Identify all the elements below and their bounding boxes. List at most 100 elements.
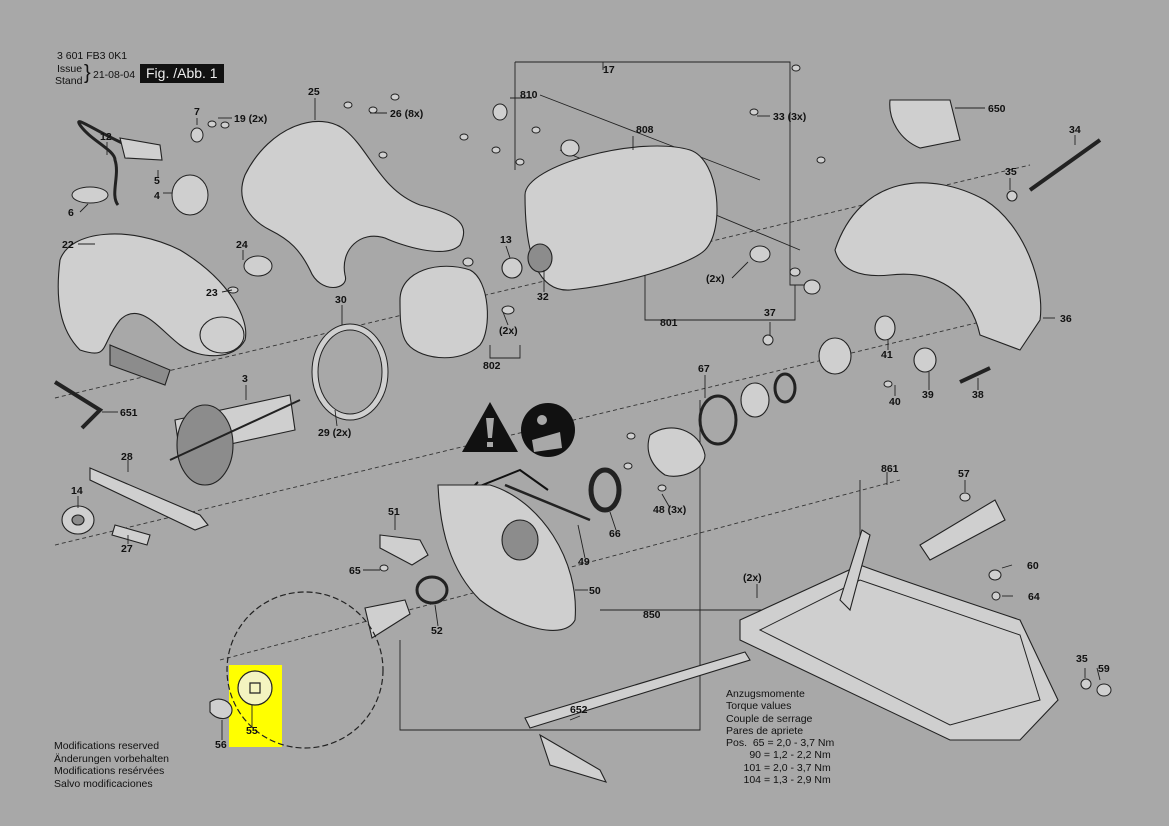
label-27: 27 [121,543,133,555]
bracket-28 [89,467,209,531]
label-2x-c: (2x) [743,572,762,584]
issue-label: Issue [57,63,83,75]
small-screws [71,64,1112,697]
saw-blade [226,591,384,749]
document-number: 3 601 FB3 0K1 [57,50,128,62]
spring-49 [504,483,591,522]
label-25: 25 [308,86,320,98]
torque-row-101: 101 = 2,0 - 3,7 Nm [726,761,831,774]
base-plate [739,564,1059,741]
label-3: 3 [242,373,248,385]
bearing-flange [647,427,706,477]
power-cord [77,120,161,206]
label-65: 65 [349,565,361,577]
label-41: 41 [881,349,893,361]
note-line-es: Salvo modificaciones [54,777,153,790]
label-13: 13 [500,234,512,246]
ring-13 [501,257,523,279]
spindle [364,599,411,639]
issue-brace: } [84,62,91,84]
part-650 [889,99,961,149]
label-48: 48 (3x) [653,504,686,516]
housing-25 [241,121,465,288]
gear [818,337,852,375]
leader-lines [77,62,1101,740]
clamping-flange-55 [237,670,273,706]
torque-title-de: Anzugsmomente [726,688,805,700]
label-801: 801 [660,317,678,329]
label-4: 4 [154,190,160,202]
label-55: 55 [246,725,258,737]
label-22: 22 [62,239,74,251]
label-37: 37 [764,307,776,319]
bracket-802 [489,345,521,359]
label-6: 6 [68,207,74,219]
label-39: 39 [922,389,934,401]
handle-trigger [109,344,171,386]
spring-27 [111,524,151,546]
label-30: 30 [335,294,347,306]
label-19: 19 (2x) [234,113,267,125]
bracket-801 [644,260,796,321]
label-66: 66 [609,528,621,540]
label-28: 28 [121,451,133,463]
bearing [740,382,770,418]
bearing-41 [874,315,896,341]
label-57: 57 [958,468,970,480]
label-2x-a: (2x) [706,273,725,285]
label-802: 802 [483,360,501,372]
oring-52 [415,575,449,605]
note-line-de: Änderungen vorbehalten [54,752,170,765]
label-24: 24 [236,239,248,251]
label-52: 52 [431,625,443,637]
blade-guard-36 [834,182,1042,351]
issue-date: 21-08-04 [93,69,136,81]
label-38: 38 [972,389,984,401]
armature-fan [176,404,234,486]
gasket-67 [698,394,738,446]
label-60: 60 [1027,560,1039,572]
label-2x-b: (2x) [499,325,518,337]
handle-housing-22 [57,233,247,357]
label-49: 49 [578,556,590,568]
lever-51 [379,534,429,566]
label-64: 64 [1028,591,1040,603]
blade-guard-50 [437,484,576,631]
label-50: 50 [589,585,601,597]
label-652: 652 [570,704,588,716]
label-59: 59 [1098,663,1110,675]
torque-title-en: Torque values [726,700,792,713]
label-51: 51 [388,506,400,518]
torque-row-104: 104 = 1,3 - 2,9 Nm [726,774,831,787]
part-57-bracket [919,499,1006,561]
part-34 [1028,138,1102,192]
label-810: 810 [520,89,538,101]
label-808: 808 [636,124,654,136]
bearing-32 [527,243,553,273]
note-line-fr: Modifications resérvées [54,765,165,777]
label-651: 651 [120,407,138,419]
label-7: 7 [194,106,200,118]
parallel-guide-652 [524,651,751,729]
label-32: 32 [537,291,549,303]
label-33: 33 (3x) [773,111,806,123]
note-line-en: Modifications reserved [54,740,160,752]
ring-66 [588,467,622,513]
label-36: 36 [1060,313,1072,325]
torque-row-65: Pos. 65 = 2,0 - 3,7 Nm [726,737,835,750]
washer-35 [1006,190,1018,202]
label-12: 12 [100,131,112,143]
label-14: 14 [71,485,83,497]
hex-key-651 [53,380,104,430]
field-coil-802 [399,265,488,359]
riving-support [839,529,871,612]
figure-label: Fig. /Abb. 1 [140,64,224,83]
label-17: 17 [603,64,615,76]
label-35b: 35 [1076,653,1088,665]
torque-title-fr: Couple de serrage [726,712,813,725]
bracket-17 [514,61,810,286]
label-29: 29 (2x) [318,427,351,439]
label-56: 56 [215,739,227,751]
